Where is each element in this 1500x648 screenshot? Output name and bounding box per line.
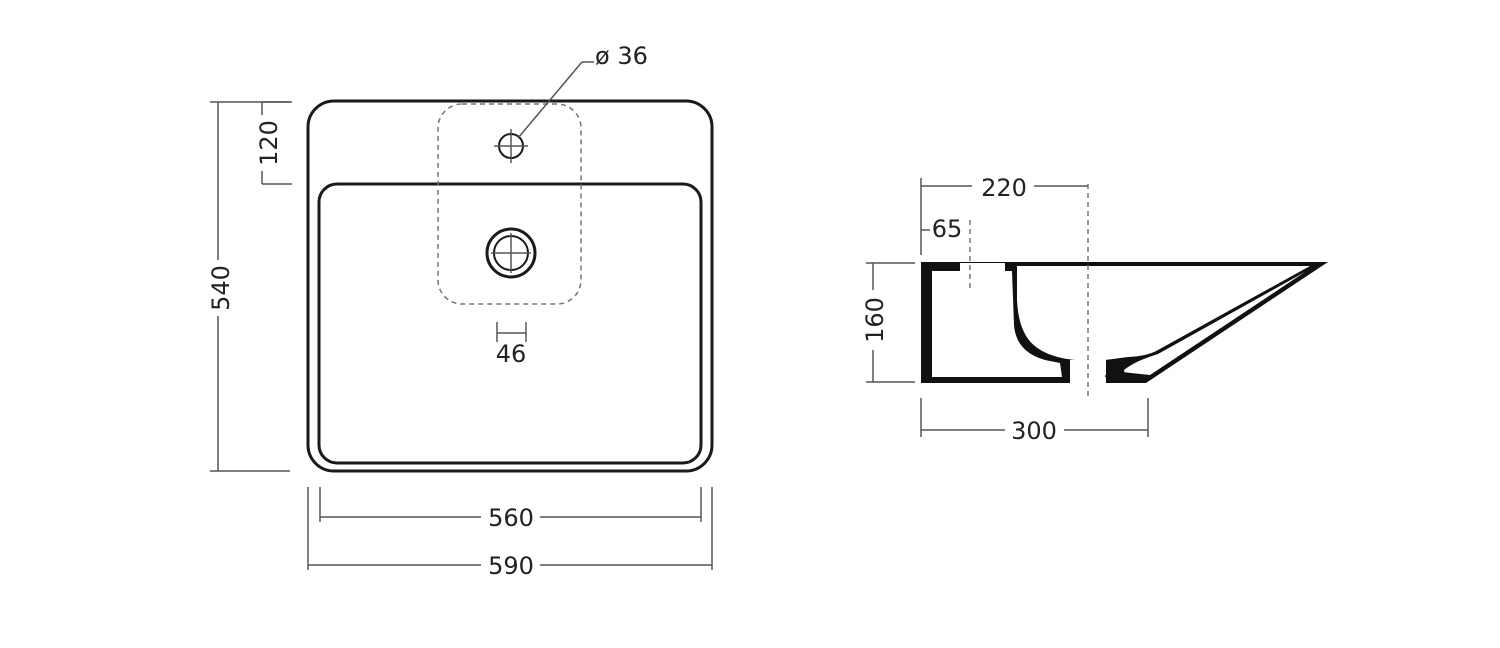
hole-diameter-leader xyxy=(517,61,594,139)
top-view: ø 36 120 540 46 xyxy=(207,42,714,580)
dim-220 xyxy=(920,178,1088,255)
dim-540 xyxy=(210,101,290,472)
basin-bowl-cavity xyxy=(1017,266,1310,360)
tap-deck-zone xyxy=(437,103,582,305)
dim-560-label: 560 xyxy=(488,504,534,532)
basin-outer-outline xyxy=(306,99,714,473)
dim-46 xyxy=(496,322,527,342)
side-view: 220 65 160 300 xyxy=(861,174,1328,445)
basin-rim-cavity xyxy=(1122,272,1305,375)
dim-65-label: 65 xyxy=(932,215,963,243)
dim-300 xyxy=(920,398,1149,437)
drain-flange xyxy=(1105,368,1126,382)
tap-hole xyxy=(494,129,528,163)
basin-inner-outline xyxy=(317,182,703,465)
drain-hole xyxy=(485,227,537,279)
dim-560 xyxy=(319,487,702,522)
dim-160 xyxy=(866,262,915,383)
dim-160-label: 160 xyxy=(861,297,889,343)
dim-46-label: 46 xyxy=(496,340,527,368)
dim-120-label: 120 xyxy=(255,120,283,166)
dim-220-label: 220 xyxy=(981,174,1027,202)
dim-590 xyxy=(307,487,713,570)
hole-diameter-label: ø 36 xyxy=(595,42,648,70)
basin-wall-cavity xyxy=(932,263,1062,377)
dim-300-label: 300 xyxy=(1011,417,1057,445)
drain-gap xyxy=(1070,360,1106,384)
dim-590-label: 590 xyxy=(488,552,534,580)
dim-540-label: 540 xyxy=(207,265,235,311)
